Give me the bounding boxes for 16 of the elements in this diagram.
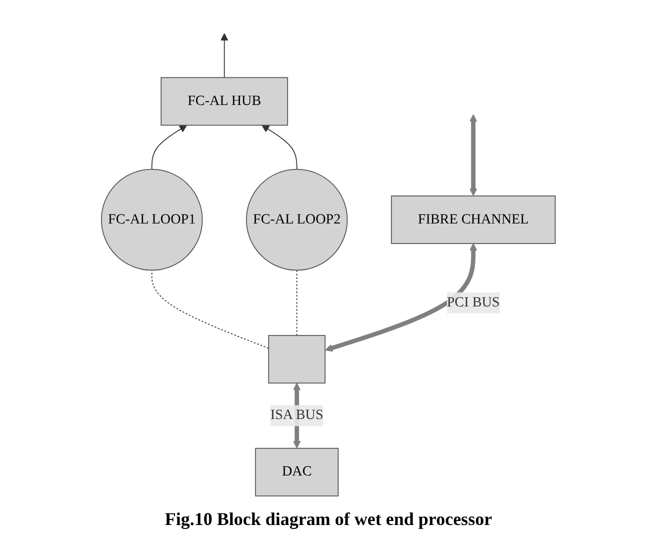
node-circle: FC-AL LOOP2 bbox=[246, 168, 348, 271]
figure-caption: Fig.10 Block diagram of wet end processor bbox=[164, 509, 492, 530]
edge-label: PCI BUS bbox=[447, 294, 500, 310]
node-box bbox=[268, 335, 326, 384]
arrow bbox=[470, 114, 478, 196]
node-box: DAC bbox=[255, 448, 339, 496]
node-box: FC-AL HUB bbox=[160, 77, 288, 126]
node-box: FIBRE CHANNEL bbox=[391, 196, 556, 244]
connector bbox=[152, 270, 270, 349]
arrow bbox=[325, 243, 478, 352]
connector bbox=[296, 270, 298, 336]
arrow bbox=[220, 33, 228, 78]
arrow bbox=[262, 124, 298, 170]
edge-label: ISA BUS bbox=[270, 408, 324, 423]
arrow bbox=[152, 124, 188, 170]
node-circle: FC-AL LOOP1 bbox=[101, 168, 203, 271]
